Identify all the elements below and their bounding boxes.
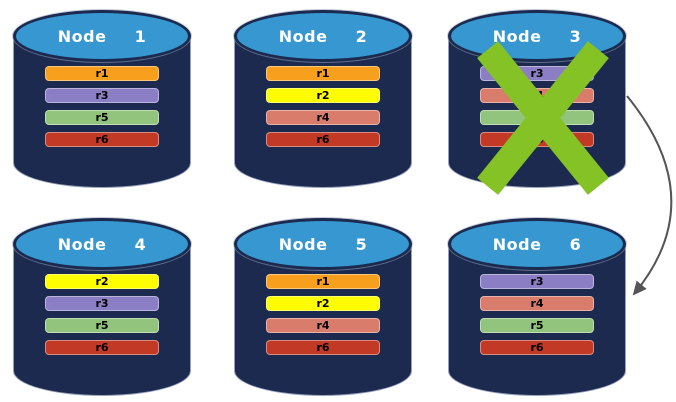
node-6-cylinder: Node 6 r3 r4 r5 r6 (448, 218, 626, 396)
node-3-cylinder: Node 3 r3 r4 r5 r6 (448, 10, 626, 195)
node-1-replica-list: r1 r3 r5 r6 (45, 66, 159, 147)
node-4-replica-list: r2 r3 r5 r6 (45, 274, 159, 355)
node-5-replica-list: r1 r2 r4 r6 (266, 274, 380, 355)
node-5-cylinder-top: Node 5 (234, 218, 412, 270)
node-6-cylinder-top: Node 6 (448, 218, 626, 270)
replica-bar-r4: r4 (480, 296, 594, 311)
replica-bar-r3: r3 (480, 274, 594, 289)
replica-bar-r5: r5 (480, 318, 594, 333)
node-1-title: Node 1 (57, 26, 147, 46)
replica-bar-r6: r6 (480, 340, 594, 355)
replica-bar-r1: r1 (45, 66, 159, 81)
replica-bar-r5: r5 (45, 318, 159, 333)
node-6-title: Node 6 (492, 234, 582, 254)
replica-bar-r6: r6 (45, 132, 159, 147)
replica-bar-r5: r5 (45, 110, 159, 125)
replica-bar-r1: r1 (266, 274, 380, 289)
replica-bar-r2: r2 (266, 88, 380, 103)
replica-bar-r4: r4 (266, 318, 380, 333)
node-3-title: Node 3 (492, 26, 582, 46)
replica-bar-r2: r2 (266, 296, 380, 311)
failover-arrow-path (626, 95, 673, 296)
node-3-cylinder-top: Node 3 (448, 10, 626, 62)
node-4-cylinder-top: Node 4 (13, 218, 191, 270)
node-1-cylinder-top: Node 1 (13, 10, 191, 62)
node-2-replica-list: r1 r2 r4 r6 (266, 66, 380, 147)
node-2-cylinder: Node 2 r1 r2 r4 r6 (234, 10, 412, 188)
replica-bar-r3: r3 (45, 296, 159, 311)
replica-bar-r6: r6 (266, 132, 380, 147)
node-5-cylinder: Node 5 r1 r2 r4 r6 (234, 218, 412, 396)
node-2-title: Node 2 (278, 26, 368, 46)
replica-bar-r4: r4 (266, 110, 380, 125)
node-6-replica-list: r3 r4 r5 r6 (480, 274, 594, 355)
node-4-title: Node 4 (57, 234, 147, 254)
replica-bar-r3: r3 (45, 88, 159, 103)
replica-bar-r6: r6 (45, 340, 159, 355)
replica-bar-r1: r1 (266, 66, 380, 81)
node-4-cylinder: Node 4 r2 r3 r5 r6 (13, 218, 191, 396)
node-1-cylinder: Node 1 r1 r3 r5 r6 (13, 10, 191, 188)
replica-bar-r6: r6 (266, 340, 380, 355)
node-5-title: Node 5 (278, 234, 368, 254)
node-2-cylinder-top: Node 2 (234, 10, 412, 62)
failure-x-mark (477, 40, 609, 195)
replica-bar-r2: r2 (45, 274, 159, 289)
